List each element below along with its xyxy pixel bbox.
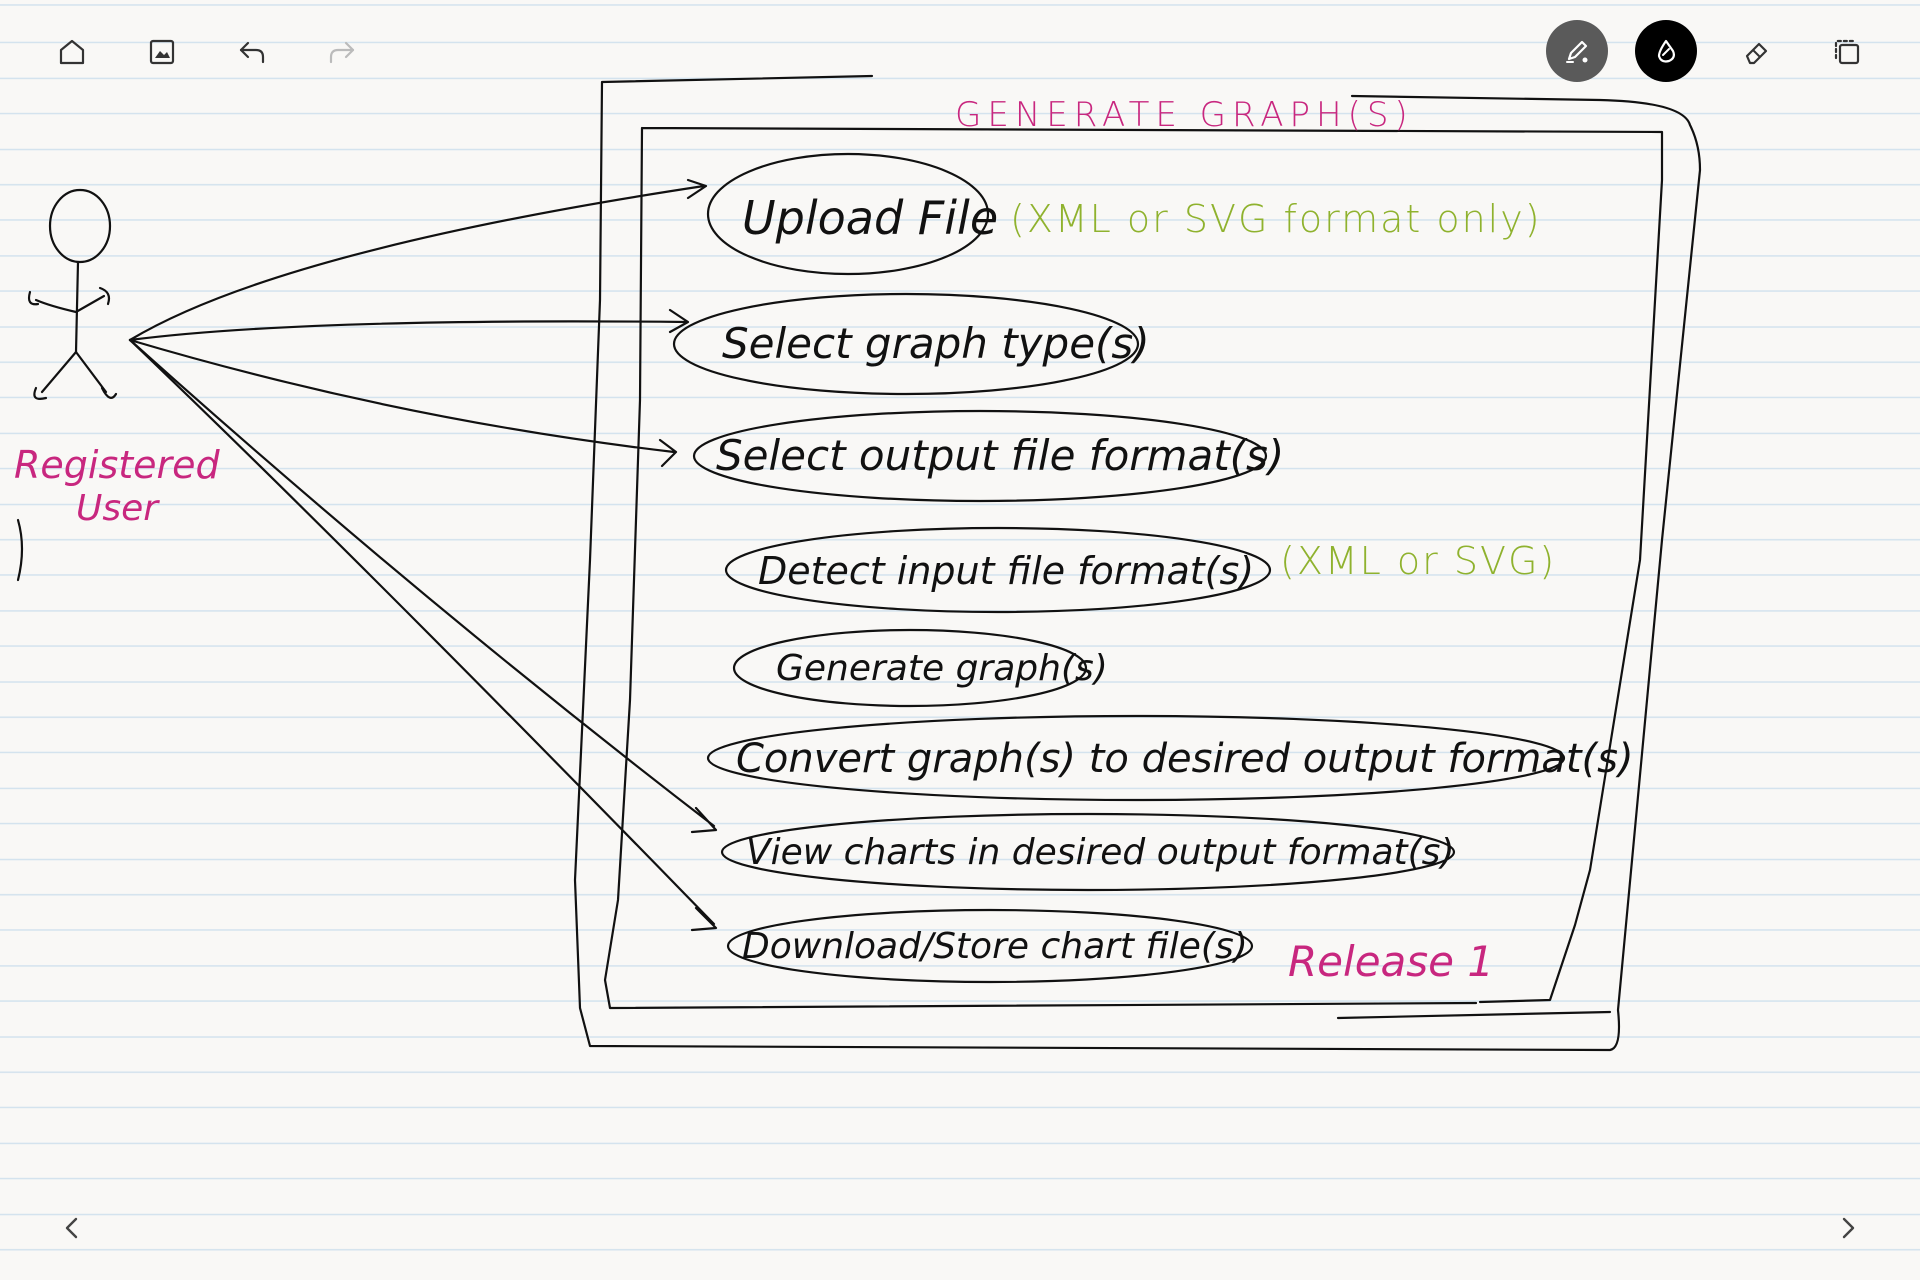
system-boundary-outer (573, 74, 1702, 1052)
use-case-output-format: Select output file format(s) (716, 431, 1284, 480)
use-case-ellipse-view (720, 812, 1456, 892)
release-note: Release 1 (1288, 937, 1494, 986)
chevron-right-icon[interactable] (1828, 1208, 1868, 1248)
eraser-icon[interactable] (1735, 30, 1779, 74)
association-line-upload (128, 178, 708, 342)
lasso-select-icon[interactable] (1825, 30, 1869, 74)
actor-legs (40, 350, 108, 394)
redo-icon[interactable] (320, 30, 364, 74)
actor-head (48, 188, 112, 264)
use-case-upload: Upload File (742, 191, 998, 245)
pen-icon[interactable] (1546, 20, 1608, 82)
use-case-ellipse-detect (724, 526, 1272, 614)
association-line-download (128, 338, 718, 932)
use-case-detect: Detect input file format(s) (758, 549, 1254, 593)
use-case-download: Download/Store chart file(s) (742, 926, 1248, 967)
home-icon[interactable] (50, 30, 94, 74)
use-case-view: View charts in desired output format(s) (746, 832, 1455, 873)
actor-label-line1: Registered (14, 443, 221, 487)
association-line-output-format (128, 338, 678, 468)
actor-arms (34, 294, 106, 314)
association-line-view (128, 338, 718, 834)
use-case-ellipse-download (726, 908, 1254, 984)
use-case-ellipse-generate (732, 628, 1088, 708)
upload-format-note: (XML or SVG format only) (1010, 197, 1542, 241)
use-case-ellipse-output-format (692, 409, 1268, 503)
toolbar (0, 0, 1920, 104)
use-case-ellipse-upload (706, 152, 990, 276)
use-case-ellipse-convert (706, 714, 1566, 802)
chevron-left-icon[interactable] (52, 1208, 92, 1248)
use-case-ellipse-graph-type (672, 292, 1140, 396)
system-boundary-inner (603, 126, 1664, 1010)
use-case-generate: Generate graph(s) (776, 648, 1108, 689)
actor-body (74, 260, 80, 354)
system-title: GENERATE GRAPH(S) (955, 95, 1414, 135)
image-icon[interactable] (140, 30, 184, 74)
detect-format-note: (XML or SVG) (1280, 539, 1556, 583)
actor-label-line2: User (76, 488, 160, 529)
association-line-graph-type (128, 308, 690, 342)
ink-drop-icon[interactable] (1635, 20, 1697, 82)
use-case-graph-type: Select graph type(s) (722, 319, 1150, 368)
use-case-convert: Convert graph(s) to desired output forma… (736, 736, 1634, 782)
undo-icon[interactable] (230, 30, 274, 74)
